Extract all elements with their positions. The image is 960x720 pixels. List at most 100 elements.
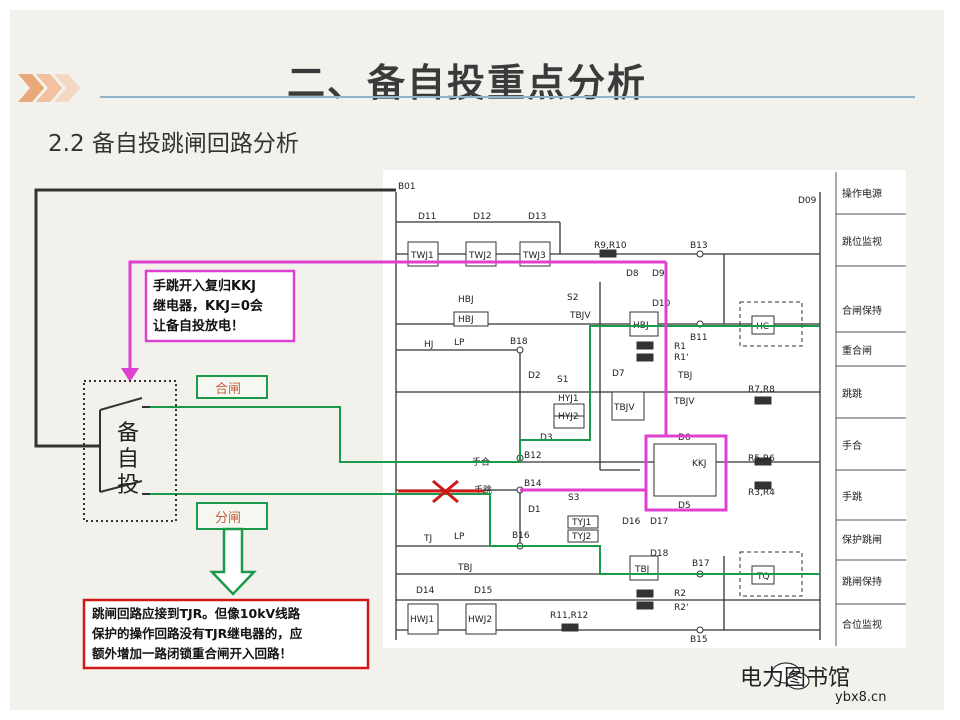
schematic-label: KKJ	[692, 459, 706, 469]
schematic-label: HYJ1	[558, 394, 579, 404]
schematic-label: D12	[473, 212, 491, 222]
schematic-label: D14	[416, 586, 435, 596]
schematic-label: TWJ2	[468, 251, 492, 261]
side-label: 手跳	[842, 490, 862, 503]
schematic-label: R2	[674, 589, 686, 599]
schematic-label: B14	[524, 479, 542, 489]
schematic-label: HWJ2	[468, 615, 492, 625]
side-label-column	[835, 172, 906, 646]
schematic-label: D6	[678, 433, 691, 443]
schematic-label: R2'	[674, 603, 688, 613]
pink-callout-line: 让备自投放电！	[153, 318, 244, 334]
schematic-label: TBJ	[634, 565, 649, 575]
schematic-label: D15	[474, 586, 492, 596]
backup-device-box	[83, 380, 177, 522]
watermark-site: ybx8.cn	[835, 690, 887, 705]
schematic-label: D9	[652, 269, 665, 279]
schematic-label: D8	[626, 269, 639, 279]
side-label: 操作电源	[842, 187, 882, 200]
side-label: 跳跳	[842, 387, 862, 400]
arrow-down-icon	[121, 368, 139, 382]
side-label: 合闸保持	[842, 304, 882, 317]
backup-device-char: 备	[117, 421, 139, 446]
schematic-label: HYJ2	[558, 412, 579, 422]
schematic-label: B01	[398, 182, 416, 192]
schematic-label: HBJ	[458, 315, 474, 325]
schematic-label: D18	[650, 549, 669, 559]
schematic-label: TBJV	[613, 403, 635, 413]
side-label: 合位监视	[842, 618, 882, 631]
schematic-label: S1	[557, 375, 568, 385]
backup-contacts	[99, 397, 150, 495]
green-wiring	[150, 325, 820, 575]
side-label: 跳位监视	[842, 235, 882, 248]
schematic-label: D7	[612, 369, 625, 379]
schematic-label: TWJ1	[410, 251, 434, 261]
schematic-label: TJ	[423, 534, 432, 544]
pink-callout-line: 手跳开入复归KKJ	[153, 278, 256, 294]
schematic-label: TWJ3	[522, 251, 546, 261]
schematic-label: R7,R8	[748, 385, 775, 395]
backup-device-char: 投	[117, 473, 139, 498]
schematic-label: HWJ1	[410, 615, 434, 625]
schematic-label: B16	[512, 531, 530, 541]
schematic-label: R11,R12	[550, 611, 588, 621]
chevron-decoration-icon	[18, 74, 80, 102]
schematic-label: B15	[690, 635, 708, 645]
side-label: 手合	[842, 439, 862, 452]
schematic-label: R9,R10	[594, 241, 627, 251]
schematic-label: TBJV	[673, 397, 695, 407]
schematic-label: TBJ	[677, 371, 692, 381]
side-label: 保护跳闸	[842, 533, 882, 546]
schematic-label: LP	[454, 532, 465, 542]
schematic-label: D3	[540, 433, 553, 443]
schematic-label: R3,R4	[748, 488, 775, 498]
schematic-label: D17	[650, 517, 668, 527]
backup-device-char: 自	[117, 447, 139, 472]
schematic-label: R5,R6	[748, 454, 775, 464]
side-label: 重合闸	[842, 344, 872, 357]
red-callout-line: 保护的操作回路没有TJR继电器的，应	[91, 626, 303, 641]
schematic-label: D5	[678, 501, 691, 511]
schematic-label: TYJ1	[571, 518, 591, 528]
schematic-label: D11	[418, 212, 436, 222]
schematic-label: D13	[528, 212, 546, 222]
title-divider	[100, 96, 915, 98]
schematic-label: B18	[510, 337, 528, 347]
pink-callout-box	[144, 269, 296, 343]
big-arrow-down-icon	[209, 527, 257, 596]
schematic-label: TBJ	[457, 563, 472, 573]
schematic-label: HBJ	[458, 295, 474, 305]
schematic-label: LP	[454, 338, 465, 348]
red-callout-box	[82, 598, 370, 670]
open-label-box	[196, 502, 268, 530]
schematic-label: TBJV	[569, 311, 591, 321]
schematic-label: TQ	[756, 572, 770, 582]
schematic-label: D09	[798, 196, 817, 206]
red-callout-line: 额外增加一路闭锁重合闸开入回路！	[92, 646, 292, 661]
watermark-brand: 电力图书馆	[740, 666, 851, 691]
schematic-label: D2	[528, 371, 541, 381]
close-label: 合闸	[215, 382, 241, 397]
pink-wiring	[128, 260, 728, 512]
schematic-label: D16	[622, 517, 641, 527]
side-label: 跳闸保持	[842, 575, 882, 588]
power-wire	[34, 188, 396, 448]
red-callout-line: 跳闸回路应接到TJR。但像10kV线路	[92, 606, 301, 621]
schematic-label: B11	[690, 333, 708, 343]
schematic-components	[407, 241, 803, 635]
schematic-label: R1	[674, 342, 686, 352]
open-label: 分闸	[215, 511, 241, 526]
chat-bubble-icon	[771, 662, 810, 690]
pink-callout-line: 继电器，KKJ=0会	[153, 298, 264, 314]
schematic-label: B17	[692, 559, 710, 569]
schematic-label: B12	[524, 451, 542, 461]
close-label-box	[196, 375, 268, 399]
schematic-label: S2	[567, 293, 578, 303]
schematic-label: D1	[528, 505, 541, 515]
schematic-label: B13	[690, 241, 708, 251]
schematic-label: TYJ2	[571, 532, 591, 542]
schematic-label: S3	[568, 493, 579, 503]
schematic-label: D10	[652, 299, 671, 309]
